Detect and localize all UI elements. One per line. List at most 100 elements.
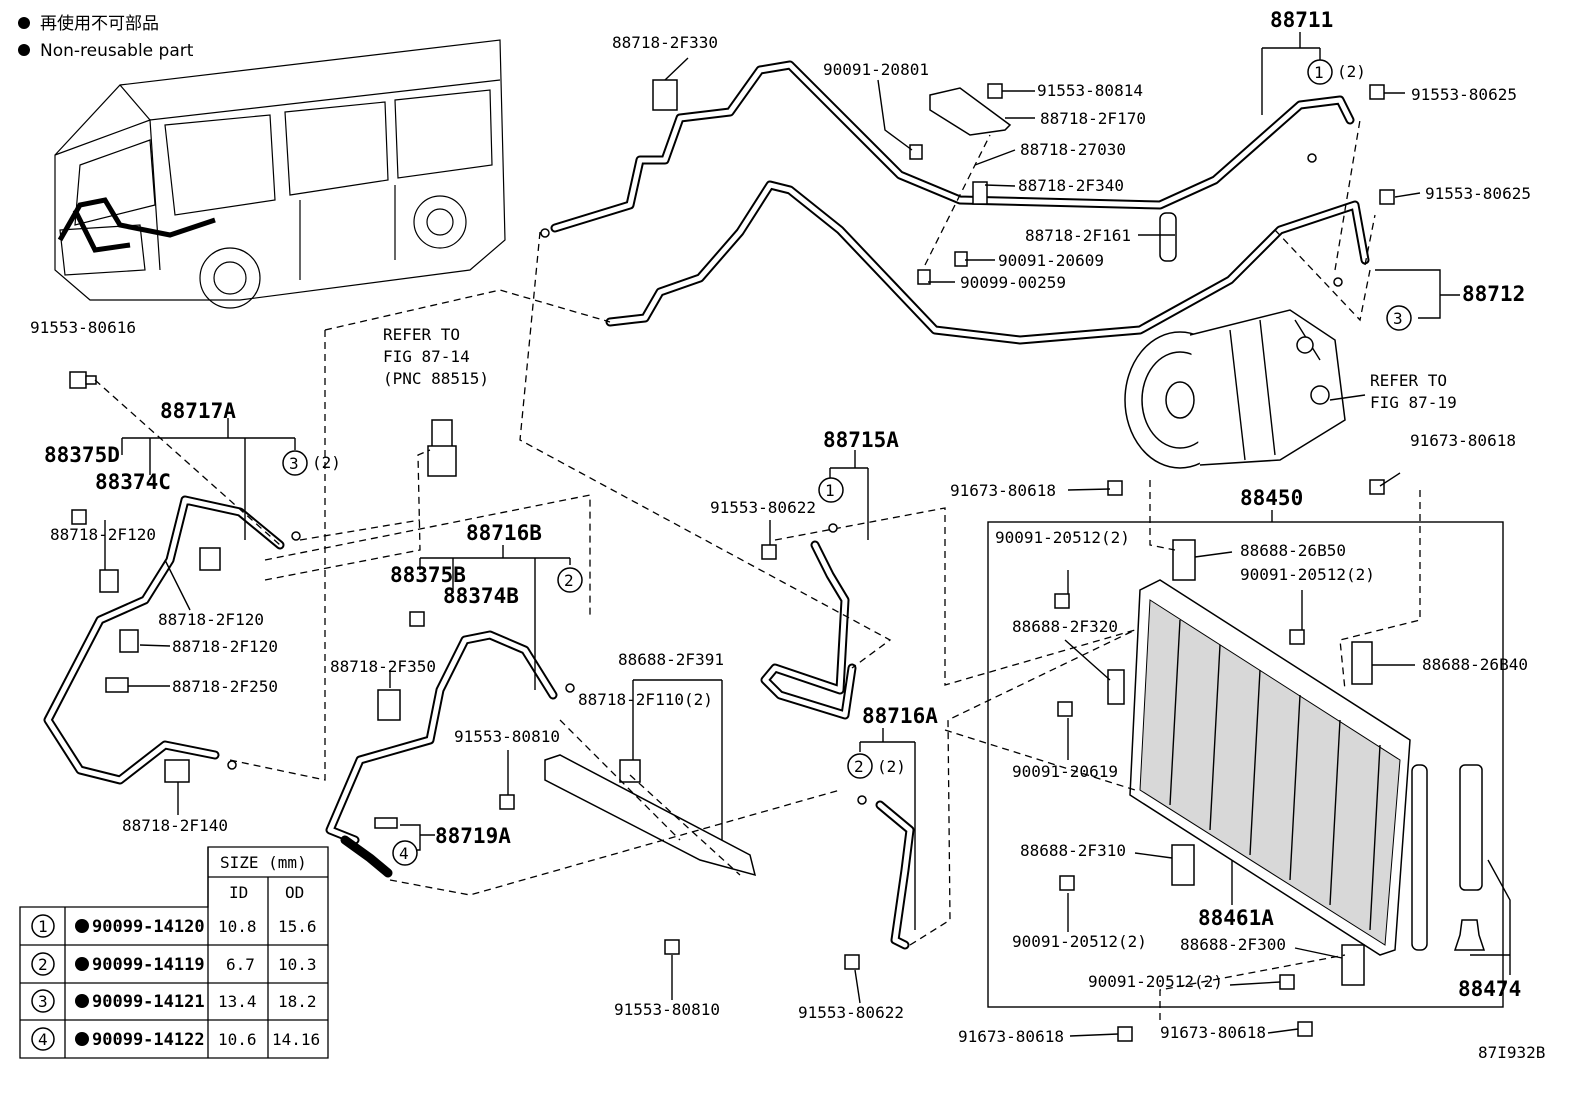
callout-1: 1	[825, 481, 835, 500]
part-label: 90091-20512(2)	[995, 528, 1130, 547]
row-id: 10.8	[218, 917, 257, 936]
part-label: 91553-80810	[614, 1000, 720, 1019]
row-id: 13.4	[218, 992, 257, 1011]
legend: 再使用不可部品 Non-reusable part	[18, 13, 194, 61]
part-label: 91553-80810	[454, 727, 560, 746]
refer-fig-87-14-line2: FIG 87-14	[383, 347, 470, 366]
part-label: 90099-00259	[960, 273, 1066, 292]
reference-notes: REFER TO FIG 87-14 (PNC 88515) REFER TO …	[383, 325, 1457, 412]
part-label: 90091-20609	[998, 251, 1104, 270]
table-row: 2 90099-14119 6.7 10.3	[31, 952, 317, 976]
row-od: 14.16	[272, 1030, 320, 1049]
components	[69, 79, 1486, 1042]
part-label: 90091-20512(2)	[1240, 565, 1375, 584]
callout-4-circle	[392, 840, 418, 866]
part-label: 91553-80814	[1037, 81, 1143, 100]
part-label: 91673-80618	[1410, 431, 1516, 450]
legend-line-en: Non-reusable part	[40, 41, 194, 61]
table-row: 4 90099-14122 10.6 14.16	[31, 1027, 320, 1051]
part-label: 88718-2F120	[172, 637, 278, 656]
non-reusable-dot-icon	[75, 957, 89, 971]
row-number: 2	[38, 955, 48, 974]
part-label: 91553-80622	[798, 1003, 904, 1022]
pipes	[43, 60, 1370, 950]
bracket-88718-2f170	[929, 87, 1012, 136]
part-label: 88688-26B50	[1240, 541, 1346, 560]
quantity-note: (2)	[877, 757, 906, 776]
callout-3-circle	[1386, 305, 1412, 331]
legend-bullet-icon	[18, 44, 30, 56]
callout-3: 3	[1393, 309, 1403, 328]
label-88374c: 88374C	[95, 470, 171, 494]
row-part-number: 90099-14119	[92, 955, 205, 975]
quantity-note: (2)	[1337, 62, 1366, 81]
label-88719a: 88719A	[435, 824, 511, 848]
label-88712: 88712	[1462, 282, 1525, 306]
row-part-number: 90099-14122	[92, 1030, 205, 1050]
refer-fig-87-14-line3: (PNC 88515)	[383, 369, 489, 388]
row-part-number: 90099-14120	[92, 917, 205, 937]
refer-fig-87-19-line2: FIG 87-19	[1370, 393, 1457, 412]
callout-2-circle	[847, 753, 873, 779]
bolts	[69, 79, 1395, 1042]
label-88716a: 88716A	[862, 704, 938, 728]
label-88374b: 88374B	[443, 584, 519, 608]
label-88717a: 88717A	[160, 399, 236, 423]
row-od: 10.3	[278, 955, 317, 974]
row-od: 18.2	[278, 992, 317, 1011]
figure-code: 87I932B	[1478, 1043, 1545, 1062]
part-label: 91553-80625	[1425, 184, 1531, 203]
part-label: 88718-2F110(2)	[578, 690, 713, 709]
callout-1: 1	[1314, 63, 1324, 82]
refer-fig-87-14-line1: REFER TO	[383, 325, 460, 344]
condenser	[1129, 579, 1486, 956]
row-number: 4	[38, 1030, 48, 1049]
non-reusable-dot-icon	[75, 1032, 89, 1046]
label-88716b: 88716B	[466, 521, 542, 545]
callout-4: 4	[399, 844, 409, 863]
legend-line-ja: 再使用不可部品	[40, 13, 159, 34]
table-row: 1 90099-14120 10.8 15.6	[31, 914, 317, 938]
group-labels: 88711 88712 88717A 88375D 88374C 88716B …	[44, 8, 1525, 1001]
part-label: 88688-2F310	[1020, 841, 1126, 860]
part-label: 88718-2F140	[122, 816, 228, 835]
label-88375b: 88375B	[390, 563, 466, 587]
row-od: 15.6	[278, 917, 317, 936]
row-number: 3	[38, 992, 48, 1011]
part-label: 91553-80622	[710, 498, 816, 517]
part-label: 90091-20801	[823, 60, 929, 79]
callout-2: 2	[564, 571, 574, 590]
row-number: 1	[38, 917, 48, 936]
part-label: 88718-2F161	[1025, 226, 1131, 245]
callout-1-circle	[1307, 59, 1333, 85]
row-id: 6.7	[226, 955, 255, 974]
non-reusable-dot-icon	[75, 994, 89, 1008]
part-label: 88718-27030	[1020, 140, 1126, 159]
part-label: 90091-20512(2)	[1012, 932, 1147, 951]
label-88711: 88711	[1270, 8, 1333, 32]
part-label: 91673-80618	[958, 1027, 1064, 1046]
part-label: 91553-80625	[1411, 85, 1517, 104]
expansion-valve	[427, 419, 457, 477]
callout-2: 2	[854, 757, 864, 776]
van-illustration	[54, 39, 506, 309]
part-label: 88718-2F170	[1040, 109, 1146, 128]
table-header-size: SIZE (mm)	[220, 853, 307, 872]
solid-leaders	[104, 32, 1511, 1037]
bracket-88688-2f391	[544, 754, 757, 877]
size-table: SIZE (mm) ID OD 1 90099-14120 10.8 15.6 …	[19, 846, 329, 1059]
callout-1-circle	[818, 477, 844, 503]
part-label: 88718-2F120	[158, 610, 264, 629]
label-88375d: 88375D	[44, 443, 120, 467]
part-label: 90091-20619	[1012, 762, 1118, 781]
callout-3: 3	[289, 454, 299, 473]
quantity-note: (2)	[312, 453, 341, 472]
label-88715a: 88715A	[823, 428, 899, 452]
callouts: 1 3 3 2 1 2 4	[227, 59, 1412, 866]
part-label: 88688-26B40	[1422, 655, 1528, 674]
label-88450: 88450	[1240, 486, 1303, 510]
non-reusable-dot-icon	[75, 919, 89, 933]
row-part-number: 90099-14121	[92, 992, 205, 1012]
dashed-leaders	[94, 119, 1421, 1020]
